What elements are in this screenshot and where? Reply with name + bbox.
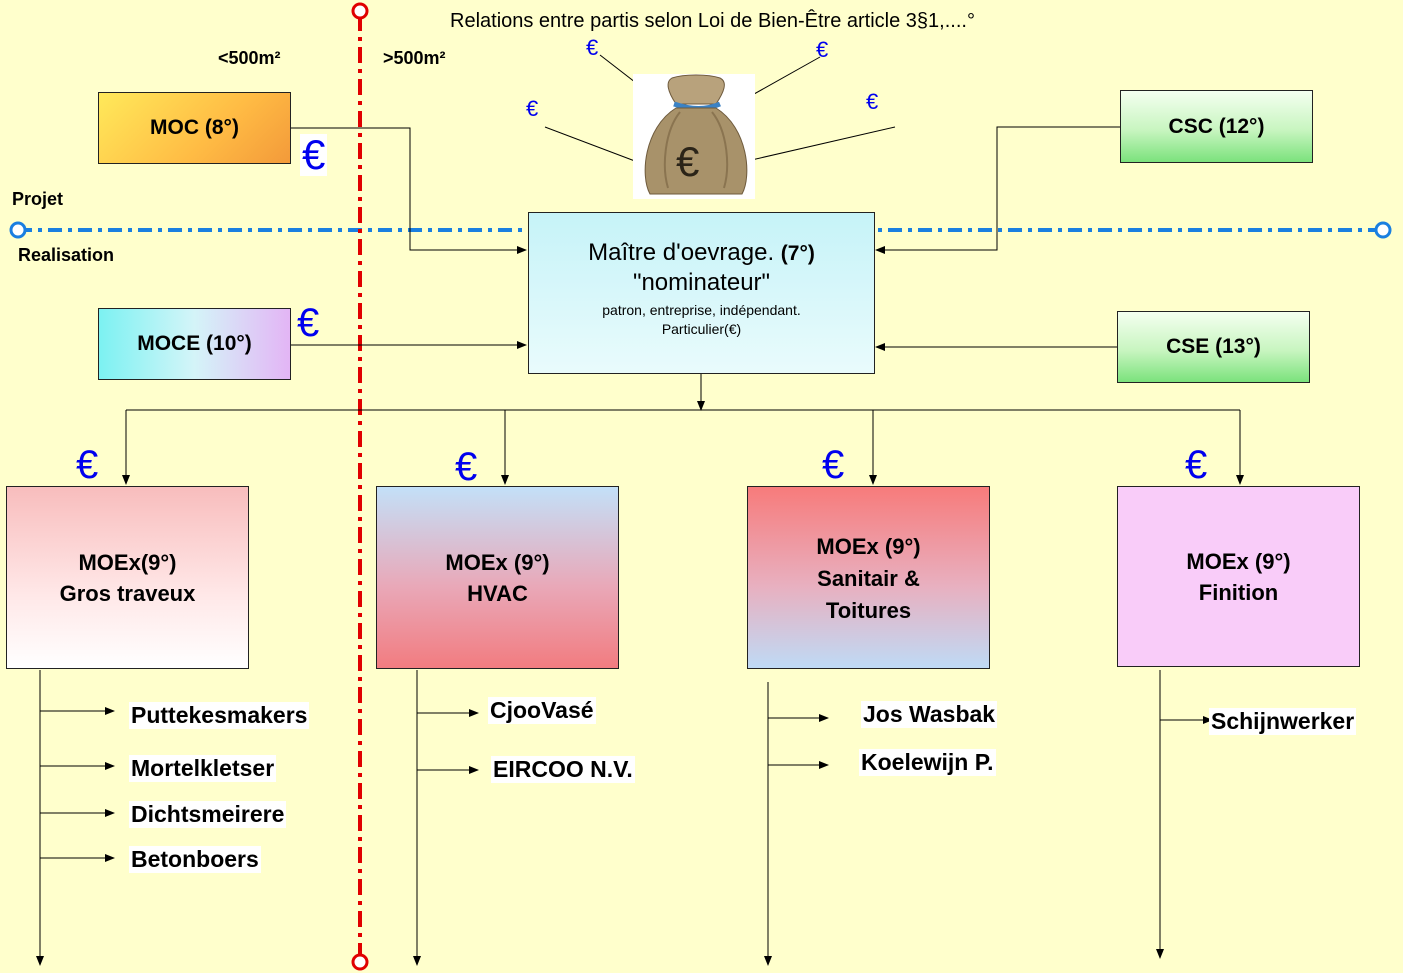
moex-4-line2: Finition	[1198, 579, 1279, 605]
sub-cjoovase: CjooVasé	[488, 697, 596, 724]
diagram-title: Relations entre partis selon Loi de Bien…	[450, 10, 975, 32]
mo-desc-1: patron, entreprise, indépendant.	[602, 302, 801, 318]
moc-label: MOC (8°)	[150, 116, 239, 139]
csc-box: CSC (12°)	[1120, 90, 1313, 163]
moex-3-line2: Sanitair &	[817, 566, 920, 591]
csc-label: CSC (12°)	[1168, 114, 1265, 138]
phase-line-start	[9, 221, 27, 239]
moex-1-line2: Gros traveux	[59, 580, 196, 606]
euro-sign-col4: €	[1185, 443, 1208, 487]
phase-label-projet: Projet	[12, 189, 64, 209]
threshold-right-label: >500m²	[383, 48, 446, 68]
euro-sign-col1: €	[76, 443, 99, 487]
sub-mortelkletser: Mortelkletser	[129, 755, 277, 782]
sub-koelewijn: Koelewijn P.	[859, 749, 996, 776]
moex-box-hvac: MOEx (9°) HVAC	[376, 486, 619, 669]
threshold-left-label: <500m²	[218, 48, 281, 68]
moex-2-line1: MOEx (9°)	[445, 549, 550, 575]
money-bag-icon	[633, 74, 755, 199]
euro-sign-moce: €	[297, 301, 320, 345]
phase-label-realisation: Realisation	[18, 245, 115, 265]
euro-sign-bag-1: €	[586, 35, 599, 60]
sub-schijnwerker: Schijnwerker	[1209, 708, 1357, 735]
euro-sign-col3: €	[822, 443, 845, 487]
sub-puttekesmakers: Puttekesmakers	[129, 702, 310, 729]
moce-box: MOCE (10°)	[98, 308, 291, 380]
sub-betonboers: Betonboers	[129, 846, 261, 873]
mo-subtitle: "nominateur"	[632, 269, 771, 296]
mo-desc-2: Particulier(€)	[661, 321, 742, 337]
moex-box-sanitair: MOEx (9°) Sanitair & Toitures	[747, 486, 990, 669]
euro-sign-col2: €	[455, 445, 478, 489]
moex-4-line1: MOEx (9°)	[1186, 548, 1291, 574]
moc-box: MOC (8°)	[98, 92, 291, 164]
cse-box: CSE (13°)	[1117, 311, 1310, 383]
money-bag-symbol: €	[676, 138, 700, 185]
moex-2-line2: HVAC	[467, 580, 528, 606]
moex-box-gros-traveux: MOEx(9°) Gros traveux	[6, 486, 249, 669]
moex-box-finition: MOEx (9°) Finition	[1117, 486, 1360, 667]
sub-jos-wasbak: Jos Wasbak	[861, 701, 998, 728]
sub-dichtsmeirere: Dichtsmeirere	[129, 801, 287, 828]
threshold-line-bottom	[351, 953, 369, 971]
moce-label: MOCE (10°)	[137, 332, 252, 355]
maitre-ouvrage-box: Maître d'oevrage. (7°) "nominateur" patr…	[528, 212, 875, 374]
euro-sign-moc: €	[300, 131, 328, 178]
euro-sign-bag-2: €	[816, 37, 829, 62]
moex-3-line1: MOEx (9°)	[816, 534, 921, 559]
euro-sign-bag-4: €	[866, 89, 879, 114]
mo-title: Maître d'oevrage.	[588, 239, 775, 266]
mo-title-number: (7°)	[780, 242, 815, 265]
threshold-line-top	[351, 2, 369, 20]
cse-label: CSE (13°)	[1166, 335, 1261, 358]
phase-line-end	[1374, 221, 1392, 239]
euro-sign-bag-3: €	[526, 96, 539, 121]
sub-eircoo: EIRCOO N.V.	[491, 756, 635, 783]
moex-3-line3: Toitures	[825, 598, 912, 623]
moex-1-line1: MOEx(9°)	[78, 549, 177, 575]
